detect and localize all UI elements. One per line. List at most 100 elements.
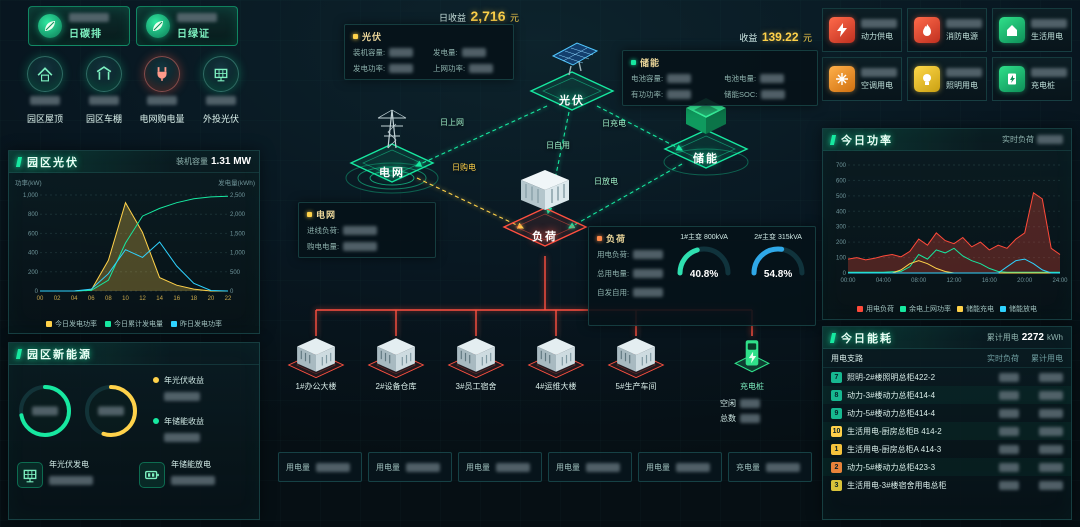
rank-badge: 7 [831,371,842,383]
legend-item[interactable]: 今日发电功率 [46,319,97,329]
table-row[interactable]: 7 照明-2#楼照明总柜422-2 [823,368,1071,386]
masked-value [1039,408,1063,418]
svg-text:2,500: 2,500 [230,193,246,199]
gauge-arc [671,243,737,282]
tile-label: 动力供电 [861,31,893,41]
table-row[interactable]: 1 生活用电-厨房总柜A 414-3 [823,440,1071,458]
grid-info-card: 电网 进线负荷: 购电电量: [298,202,436,258]
flow-label-storage-load: 日放电 [594,177,618,186]
masked-value [633,269,664,278]
carport-icon [86,56,122,92]
field-label: 装机容量: [353,48,386,57]
masked-value [32,406,58,416]
income-value: 139.22 [761,30,799,44]
annual-pv-generation-item: 年光伏发电 [17,459,129,490]
masked-value [1037,135,1063,144]
tile-lighting-power[interactable]: 照明用电 [907,57,987,101]
building-office[interactable]: 1#办公大楼 [280,336,352,392]
stat-grid-purchase[interactable]: 电网购电量 [133,56,191,125]
table-row[interactable]: 2 动力-5#楼动力总柜423-3 [823,458,1071,476]
charging-idle-info: 空闲 总数 [720,398,760,424]
meter-label: 用电量 [286,462,310,472]
legend-item[interactable]: 储能充电 [957,304,994,314]
masked-value [177,12,217,22]
masked-value [667,74,692,83]
building-label: 2#设备仓库 [375,382,417,391]
svg-text:16:00: 16:00 [982,278,998,284]
transformer-gauge-2: 2#主变 315kVA 54.8% [745,232,811,320]
card-title: 负荷 [597,232,663,245]
legend-dot [1000,306,1006,312]
node-pv[interactable]: 光伏 [529,40,615,112]
legend-item[interactable]: 用电负荷 [857,304,894,314]
panel-title: 今日能耗 [831,330,893,346]
carbon-icon [38,14,62,38]
legend-item[interactable]: 昨日发电功率 [171,319,222,329]
tile-charging-pile[interactable]: 充电桩 [992,57,1072,101]
svg-text:08:00: 08:00 [911,278,927,284]
tile-fire-power[interactable]: 消防电源 [907,8,987,52]
node-storage[interactable]: 储能 [663,96,749,170]
building-warehouse[interactable]: 2#设备仓库 [360,336,432,392]
table-row[interactable]: 8 动力-3#楼动力总柜414-4 [823,386,1071,404]
energy-table-body: 7 照明-2#楼照明总柜422-2 8 动力-3#楼动力总柜414-4 9 动力… [823,368,1071,494]
badge-label: 日绿证 [177,28,210,40]
svg-text:500: 500 [836,194,847,200]
badge-label: 日碳排 [69,28,102,40]
masked-value [389,48,414,57]
meter-card: 用电量 [458,452,542,482]
leaf-icon [146,14,170,38]
svg-text:24:00: 24:00 [1052,278,1068,284]
svg-text:10: 10 [122,296,129,302]
masked-value [343,226,378,235]
building-label: 1#办公大楼 [295,382,337,391]
battery-icon [139,461,165,488]
branch-name: 生活用电-厨房总柜A 414-3 [847,444,942,454]
charging-pile[interactable]: 充电桩 [716,336,788,392]
legend-item[interactable]: 储能放电 [1000,304,1037,314]
tile-hvac-power[interactable]: 空调用电 [822,57,902,101]
building-dormitory[interactable]: 3#员工宿舍 [440,336,512,392]
y-axis-right-label: 发电量(kWh) [218,180,255,187]
legend-item[interactable]: 余电上网功率 [900,304,951,314]
daily-carbon-badge[interactable]: 日碳排 [28,6,130,46]
svg-text:800: 800 [28,212,39,218]
stat-park-roof[interactable]: 园区屋顶 [16,56,74,125]
building-production[interactable]: 5#生产车间 [600,336,672,392]
income-value: 2,716 [470,8,506,24]
annual-pv-income-item: 年光伏收益 [153,375,204,406]
card-title: 光伏 [353,30,505,43]
tile-power-supply[interactable]: 动力供电 [822,8,902,52]
masked-value [1039,444,1063,454]
legend-label: 今日发电功率 [55,321,97,328]
table-row[interactable]: 3 生活用电-3#楼宿舍用电总柜 [823,476,1071,494]
node-load[interactable]: 负荷 [502,168,588,248]
stat-external-pv[interactable]: 外投光伏 [192,56,250,125]
svg-text:1,500: 1,500 [230,231,246,237]
stat-label: 外投光伏 [202,114,239,124]
table-row[interactable]: 10 生活用电-厨房总柜B 414-2 [823,422,1071,440]
flow-label-pv-load: 日自用 [546,141,570,150]
masked-value [469,64,494,73]
table-row[interactable]: 9 动力-5#楼动力总柜414-4 [823,404,1071,422]
node-grid[interactable]: 电网 [349,104,435,184]
svg-text:400: 400 [836,209,847,215]
building-operations[interactable]: 4#运维大楼 [520,336,592,392]
home-icon [999,17,1025,43]
today-power-header: 今日功率 实时负荷 [823,129,1071,151]
masked-value [760,74,785,83]
stat-park-carport[interactable]: 园区车棚 [75,56,133,125]
flow-label-grid-load: 日购电 [452,163,476,172]
legend-item[interactable]: 今日累计发电量 [105,319,163,329]
field-label: 自发自用: [597,288,630,297]
building-label: 充电桩 [740,382,764,391]
svg-text:00: 00 [37,296,44,302]
item-label: 年储能放电 [171,460,211,469]
tile-domestic-power[interactable]: 生活用电 [992,8,1072,52]
daily-green-cert-badge[interactable]: 日绿证 [136,6,238,46]
meter-card: 用电量 [548,452,632,482]
svg-text:06: 06 [88,296,95,302]
energy-flow-lines [315,105,753,336]
svg-text:16: 16 [173,296,180,302]
